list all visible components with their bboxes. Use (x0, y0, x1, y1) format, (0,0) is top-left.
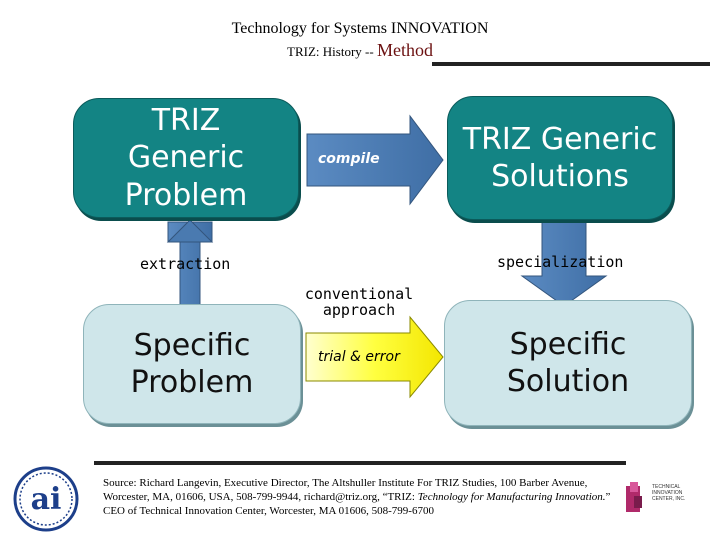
specific-problem-label: Specific Problem (130, 327, 254, 401)
source-text-1: Source: Richard Langevin, Executive Dire… (103, 477, 588, 503)
compile-label: compile (318, 151, 380, 167)
logo-left-text: ai (31, 482, 62, 517)
source-divider (94, 461, 626, 465)
source-text-2: ” CEO of Technical Innovation Center, Wo… (103, 491, 611, 517)
specialization-arrow (520, 219, 608, 307)
subtitle-main: Method (376, 40, 433, 60)
specialization-label: specialization (497, 253, 624, 271)
altshuller-institute-logo: ai (12, 466, 80, 532)
extraction-label: extraction (140, 255, 231, 273)
logo-right-text: TECHNICAL INNOVATION CENTER, INC. (652, 484, 686, 502)
technical-innovation-center-logo: TECHNICAL INNOVATION CENTER, INC. (624, 478, 694, 518)
title-divider (432, 62, 710, 66)
trial-label: trial & error (318, 349, 400, 365)
specific-solution-box: Specific Solution (444, 300, 692, 426)
page-title: Technology for Systems INNOVATION (231, 20, 489, 37)
trial-arrow (305, 315, 444, 399)
subtitle-prefix: TRIZ: History -- (287, 44, 374, 59)
generic-problem-box: TRIZ Generic Problem (73, 98, 299, 218)
generic-solutions-label: TRIZ Generic Solutions (462, 121, 658, 195)
compile-arrow (306, 114, 444, 206)
specific-problem-box: Specific Problem (83, 304, 301, 424)
generic-solutions-box: TRIZ Generic Solutions (447, 96, 673, 220)
specific-solution-label: Specific Solution (506, 326, 630, 400)
extraction-arrow-head (166, 219, 214, 243)
conventional-label: conventional approach (304, 285, 414, 319)
generic-problem-label: TRIZ Generic Problem (124, 102, 248, 213)
source-text-italic: Technology for Manufacturing Innovation. (417, 491, 606, 503)
page-subtitle: TRIZ: History -- Method (0, 40, 720, 61)
source-citation: Source: Richard Langevin, Executive Dire… (103, 476, 623, 518)
